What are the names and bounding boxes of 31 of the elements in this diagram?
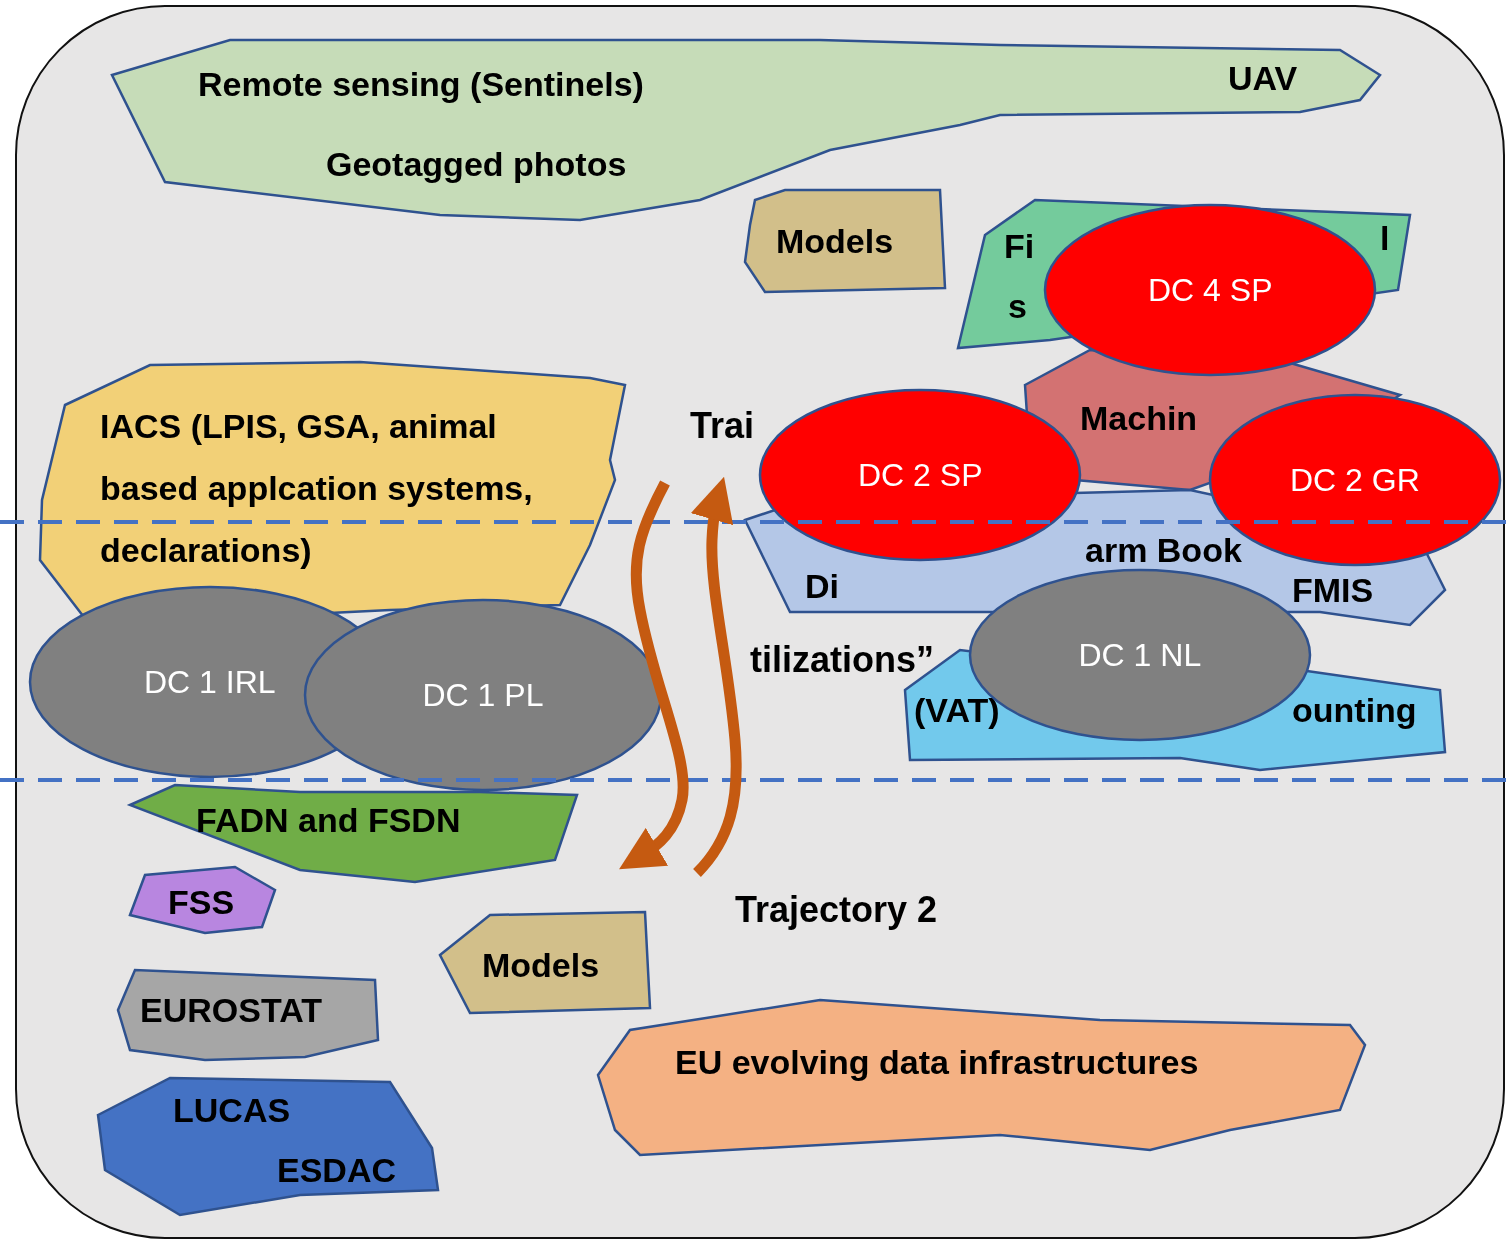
area-label: FADN and FSDN <box>196 800 461 840</box>
area-label: l <box>1380 218 1390 258</box>
ellipse-label: DC 4 SP <box>1148 271 1273 309</box>
ellipse-label: DC 2 SP <box>858 456 983 494</box>
trajectory-label: Trajectory 2 <box>735 890 938 930</box>
ellipse-label: DC 1 IRL <box>144 663 276 701</box>
area-label: FSS <box>168 882 235 922</box>
area-label: LUCAS <box>173 1090 291 1130</box>
area-label: Models <box>482 945 600 985</box>
area-label: arm Book <box>1085 530 1242 570</box>
area-label: EUROSTAT <box>140 990 322 1030</box>
area-label: IACS (LPIS, GSA, animal based applcation systems, declarations) <box>100 406 534 571</box>
area-label: Models <box>776 221 894 261</box>
ellipse-label: DC 1 PL <box>422 676 544 714</box>
trajectory-label: Trai <box>690 406 755 446</box>
area-label: Fi <box>1004 226 1035 266</box>
ellipse-label: DC 1 NL <box>1078 636 1202 674</box>
area-label: Remote sensing (Sentinels) <box>198 64 644 104</box>
area-label: s <box>1008 286 1027 326</box>
area-label: ESDAC <box>277 1150 397 1190</box>
area-label: Di <box>805 566 839 606</box>
ellipse-label: DC 2 GR <box>1290 461 1420 499</box>
area-label: (VAT) <box>914 690 1000 730</box>
area-label: UAV <box>1228 58 1298 98</box>
area-label: Geotagged photos <box>326 144 627 184</box>
trajectory-label: tilizations” <box>750 640 934 680</box>
area-label: EU evolving data infrastructures <box>675 1042 1199 1082</box>
area-label: FMIS <box>1292 570 1374 610</box>
area-label: ounting <box>1292 690 1417 730</box>
area-label: Machin <box>1080 398 1198 438</box>
rounded-panel <box>15 5 1505 1239</box>
